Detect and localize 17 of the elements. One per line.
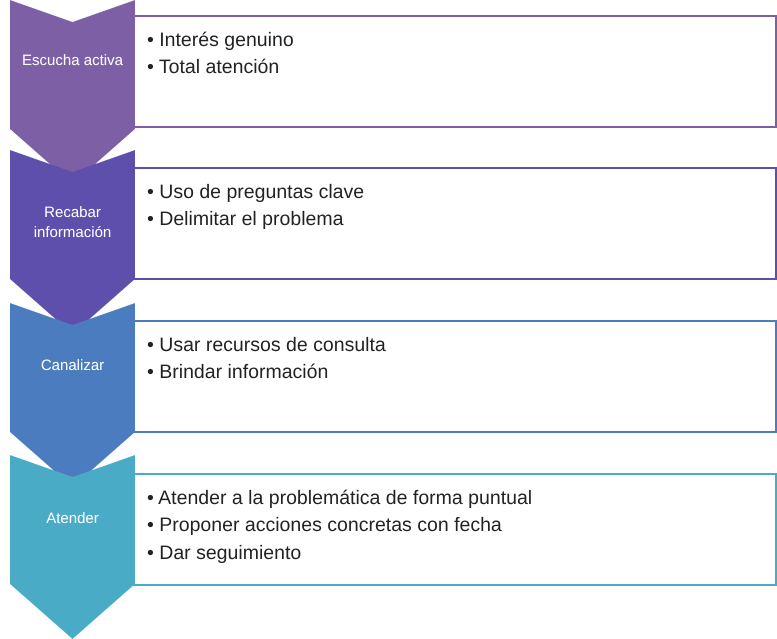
bullet-item: • Interés genuino [147, 28, 295, 53]
content-box [133, 320, 777, 433]
step-label: Recabar información [32, 203, 112, 242]
content-box [133, 15, 777, 128]
step-label: Atender [45, 509, 100, 528]
step-label: Canalizar [40, 356, 106, 376]
content-box [133, 473, 777, 586]
bullet-item: • Atender a la problemática de forma puntual [147, 486, 534, 511]
step-label: Escucha activa [21, 51, 124, 70]
bullet-item: • Delimitar el problema [147, 207, 344, 232]
bullet-item: • Uso de preguntas clave [147, 180, 366, 205]
bullet-item: • Dar seguimiento [147, 540, 302, 566]
bullet-item: • Proponer acciones concretas con fecha [147, 513, 503, 538]
bullet-item: • Usar recursos de consulta [147, 333, 387, 358]
content-box [133, 167, 777, 280]
bullet-item: • Total atención [147, 55, 280, 80]
bullet-item: • Brindar información [147, 360, 330, 386]
